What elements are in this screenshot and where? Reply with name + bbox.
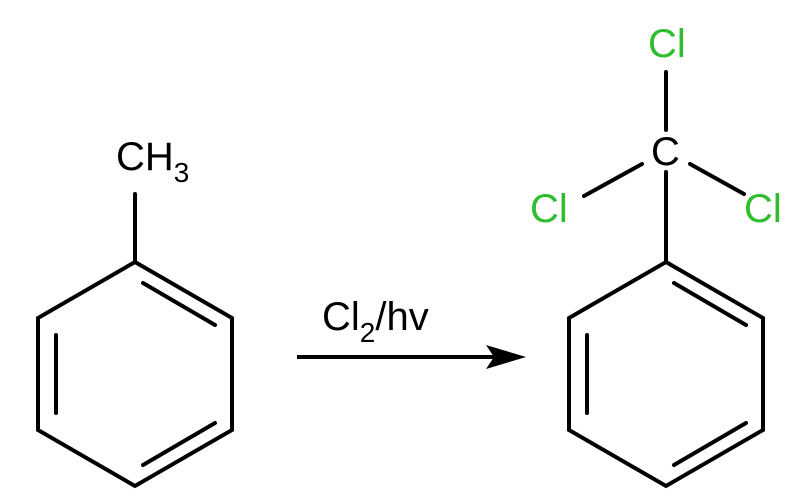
inner-double-bond	[141, 281, 217, 327]
chlorine-right-label: Cl	[744, 187, 782, 231]
inner-double-bond	[141, 421, 217, 467]
carbon-cl-right-bond	[688, 162, 746, 196]
reaction-arrow-head	[486, 345, 526, 369]
toluene-molecule	[36, 192, 234, 489]
chlorine-left-label: Cl	[530, 187, 568, 231]
inner-double-bond	[672, 421, 748, 467]
benzene-ring-right	[567, 259, 765, 489]
carbon-cl-left-bond	[582, 162, 644, 198]
benzotrichloride-molecule	[567, 70, 765, 489]
methyl-label: CH3	[116, 135, 189, 188]
central-carbon-label: C	[651, 130, 680, 174]
inner-double-bond	[672, 281, 748, 327]
chlorine-top-label: Cl	[648, 22, 686, 66]
benzene-ring-left	[36, 259, 234, 489]
reaction-conditions: Cl2/hv	[322, 295, 429, 348]
